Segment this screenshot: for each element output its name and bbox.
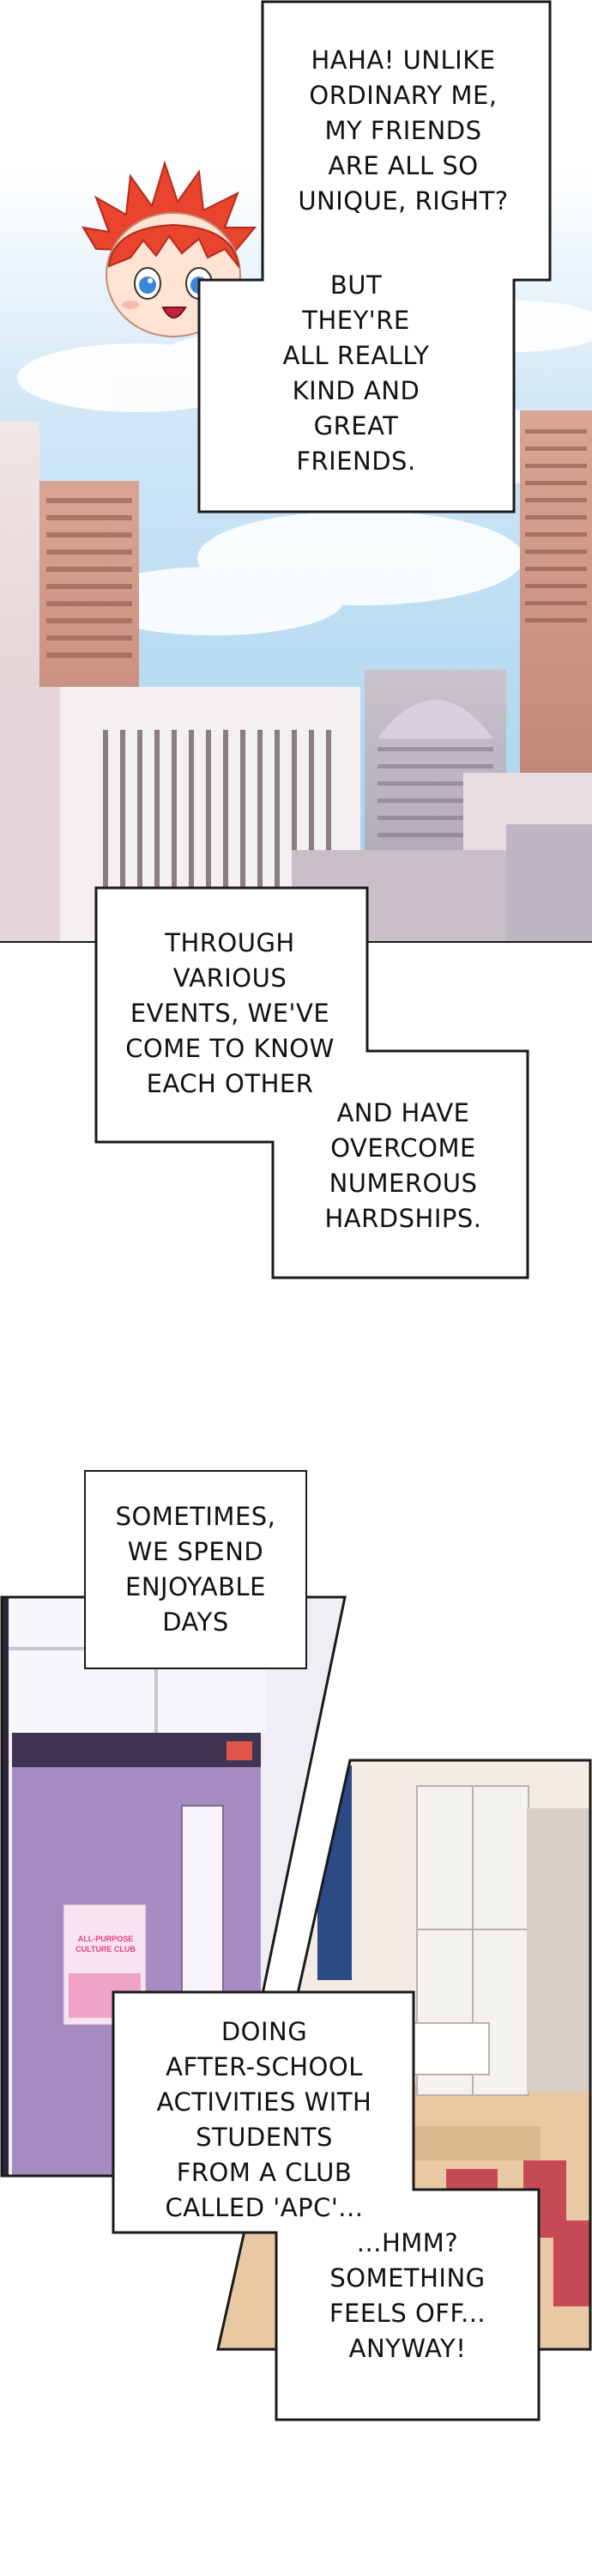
caption-outline-2 <box>94 886 529 1279</box>
caption-box-sometimes <box>84 1470 307 1669</box>
caption-kind-friends: BUT THEY'RE ALL REALLY KIND AND GREAT FR… <box>282 270 430 476</box>
caption-outline-1 <box>197 0 552 513</box>
caption-enjoyable-days: SOMETIMES, WE SPEND ENJOYABLE DAYS <box>115 1502 276 1637</box>
club-sign-text: ALL-PURPOSE CULTURE CLUB <box>76 1935 136 1953</box>
caption-various-events: THROUGH VARIOUS EVENTS, WE'VE COME TO KN… <box>125 928 335 1098</box>
caption-outline-3 <box>112 1990 541 2421</box>
caption-feels-off: ...HMM? SOMETHING FEELS OFF... ANYWAY! <box>329 2228 486 2363</box>
caption-unique-friends: HAHA! UNLIKE ORDINARY ME, MY FRIENDS ARE… <box>298 46 509 216</box>
caption-overcome-hardships: AND HAVE OVERCOME NUMEROUS HARDSHIPS. <box>324 1098 482 1233</box>
caption-apc-activities: DOING AFTER-SCHOOL ACTIVITIES WITH STUDE… <box>156 2017 372 2222</box>
